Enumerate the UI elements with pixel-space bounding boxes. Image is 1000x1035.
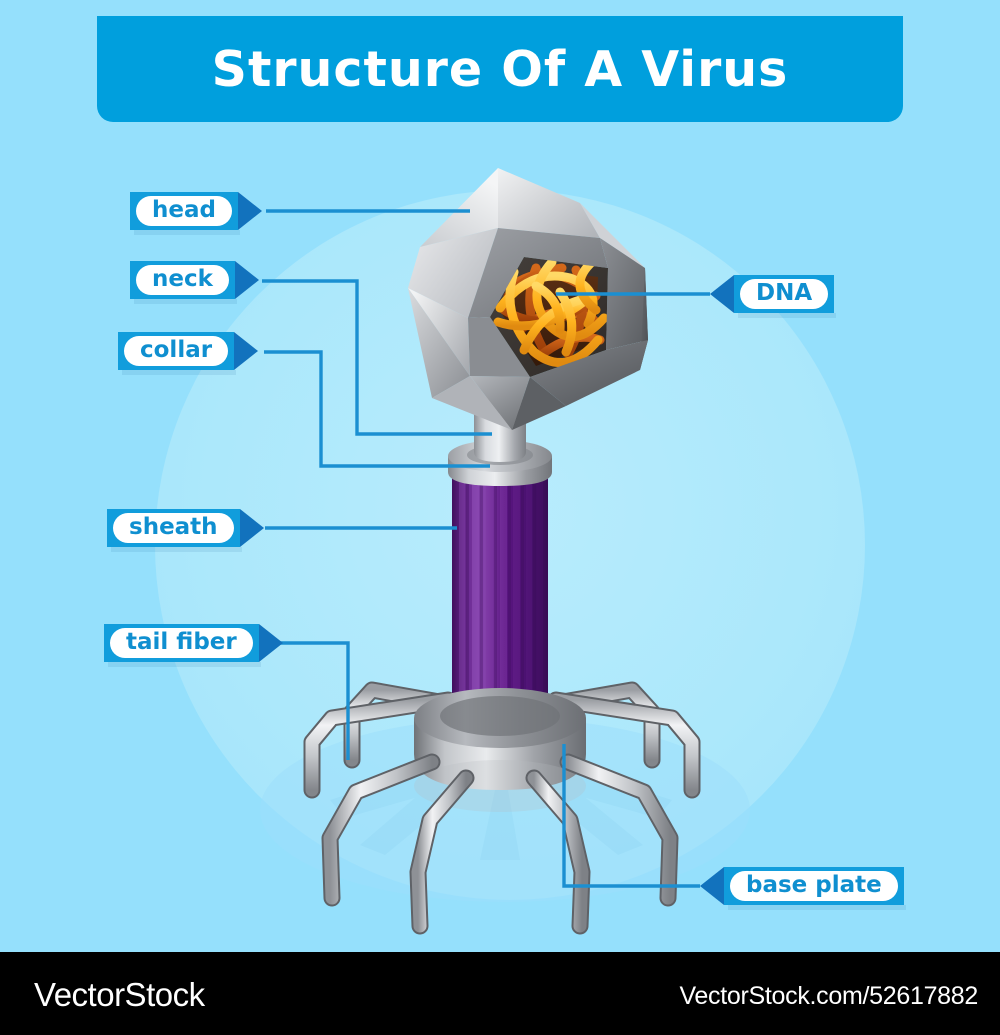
tail-fiber — [559, 753, 679, 907]
label-pill: base plate — [730, 871, 898, 901]
arrow-point-icon — [258, 624, 283, 662]
footer-bar: VectorStock VectorStock.com/52617882 — [0, 952, 1000, 1035]
label-pill: collar — [124, 336, 229, 366]
tail-fibers-front — [321, 753, 679, 935]
tail-fiber — [409, 769, 475, 935]
label-pill: neck — [136, 265, 229, 295]
dna-strand — [493, 257, 608, 368]
footer-brand: VectorStock — [34, 976, 205, 1013]
arrow-point-icon — [710, 275, 734, 313]
tail-fibers — [303, 681, 701, 799]
label-tag-dna[interactable]: DNA — [710, 275, 837, 318]
arrow-point-icon — [237, 192, 262, 230]
label-text: tail fiber — [126, 628, 237, 655]
head — [408, 168, 648, 430]
label-tag-body: tail fiber — [104, 624, 261, 667]
label-pill: DNA — [740, 279, 829, 309]
label-tag-neck[interactable]: neck — [130, 261, 259, 304]
arrow-point-icon — [700, 867, 724, 905]
label-tag-shadow — [122, 370, 237, 375]
footer-url: VectorStock.com/52617882 — [679, 982, 978, 1010]
label-tag-shadow — [728, 905, 906, 910]
label-tag-base-plate[interactable]: base plate — [700, 867, 906, 910]
leader-line-neck — [262, 279, 492, 436]
label-pill: head — [136, 196, 232, 226]
leader-line-base-plate — [562, 744, 700, 888]
leader-line-tail-fiber — [268, 641, 350, 760]
ground-shadow — [260, 718, 750, 902]
sheath-ribs — [459, 470, 543, 742]
label-tag-body: head — [130, 192, 240, 235]
label-tag-body: neck — [130, 261, 237, 304]
title-banner: Structure Of A Virus — [97, 16, 903, 122]
label-pill: sheath — [113, 513, 234, 543]
leader-line-collar — [264, 350, 490, 468]
label-tag-shadow — [738, 313, 837, 318]
arrow-point-icon — [234, 332, 259, 370]
label-text: neck — [152, 265, 213, 292]
label-text: DNA — [756, 279, 813, 306]
label-text: sheath — [129, 513, 218, 540]
tail-fiber — [321, 753, 441, 907]
label-tag-collar[interactable]: collar — [118, 332, 259, 375]
tail-fiber — [525, 769, 591, 935]
label-tag-body: collar — [118, 332, 237, 375]
arrow-point-icon — [234, 261, 259, 299]
label-tag-head[interactable]: head — [130, 192, 262, 235]
label-text: head — [152, 196, 216, 223]
label-tag-sheath[interactable]: sheath — [107, 509, 264, 552]
tail-fiber — [547, 691, 701, 799]
label-tag-shadow — [134, 299, 237, 304]
label-pill: tail fiber — [110, 628, 253, 658]
arrow-point-icon — [239, 509, 264, 547]
label-tag-tail-fiber[interactable]: tail fiber — [104, 624, 283, 667]
label-tag-shadow — [111, 547, 242, 552]
label-tag-body: base plate — [724, 867, 906, 910]
tail-fiber — [303, 691, 457, 799]
label-tag-shadow — [108, 662, 261, 667]
label-text: base plate — [746, 871, 882, 898]
label-tag-shadow — [134, 230, 240, 235]
label-tag-body: DNA — [734, 275, 837, 318]
page-title: Structure Of A Virus — [211, 40, 789, 98]
label-tag-body: sheath — [107, 509, 242, 552]
label-text: collar — [140, 336, 213, 363]
